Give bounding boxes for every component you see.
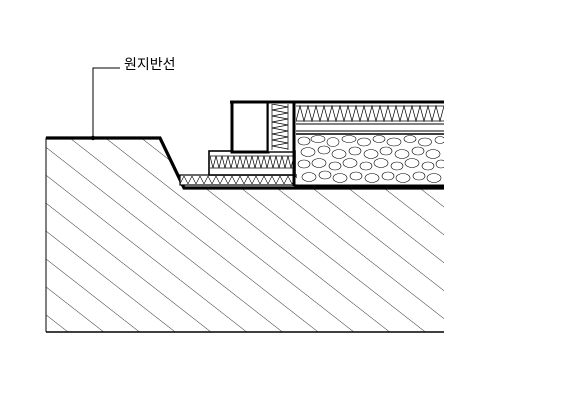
vertical-wall	[230, 100, 270, 154]
callout-leader	[90, 67, 120, 141]
original-ground-line-label: 원지반선	[124, 57, 176, 73]
top-insulation-band	[230, 100, 444, 135]
gravel-fill	[294, 135, 444, 188]
step-insulation-block	[208, 150, 296, 176]
ground-line	[46, 136, 444, 190]
base-insulation-strip	[179, 174, 305, 186]
